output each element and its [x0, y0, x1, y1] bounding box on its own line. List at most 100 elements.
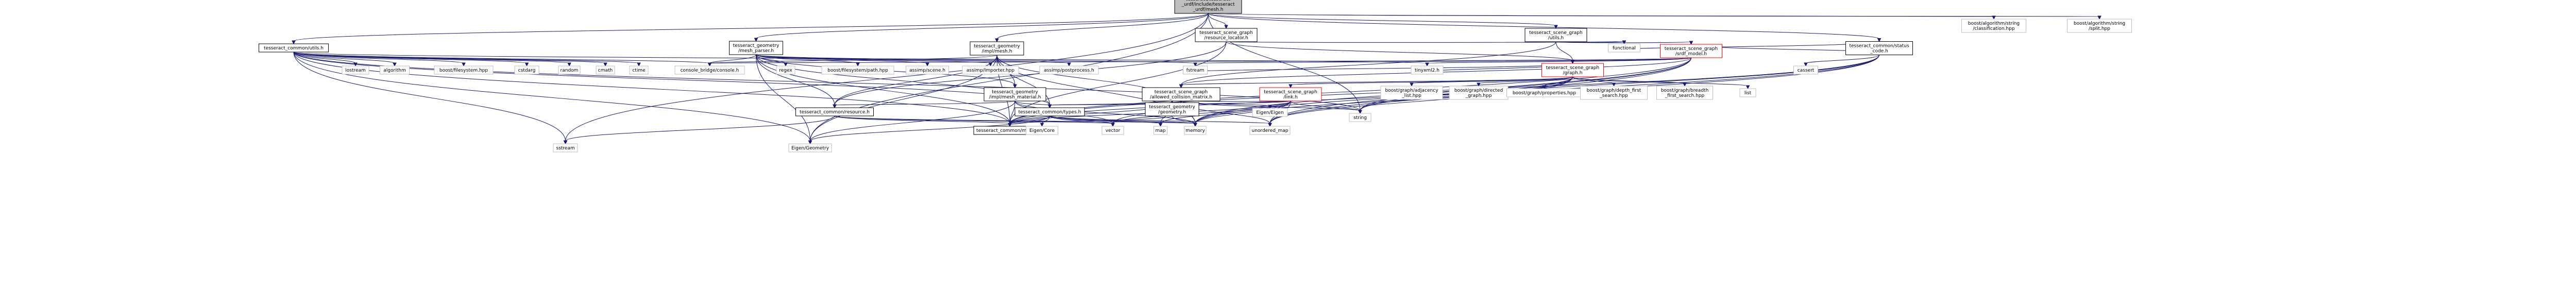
- node-scene-graph-link[interactable]: tesseract_scene_graph/link.h: [1259, 87, 1322, 102]
- node-common-status-code[interactable]: tesseract_common/status_code.h: [1845, 41, 1913, 55]
- node-box: [970, 41, 1024, 56]
- edge-arrowhead-root-to-common_status_code: [1877, 38, 1882, 42]
- edge-arrowhead-scene_graph_srdf_model-to-console_bridge: [707, 62, 712, 67]
- node-label: sstream: [556, 146, 574, 151]
- node-label: console_bridge/console.h: [681, 68, 739, 73]
- edge-geometry_mesh_parser-to-common_resource: [756, 54, 835, 106]
- node-box: [1142, 87, 1221, 102]
- node-label: boost/algorithm/string: [2074, 21, 2125, 26]
- node-label: /graph.h: [1563, 71, 1583, 76]
- node-box: [1656, 86, 1713, 100]
- node-common-resource[interactable]: tesseract_common/resource.h: [795, 107, 874, 116]
- node-scene-graph-resource-locator[interactable]: tesseract_scene_graph/resource_locator.h: [1195, 28, 1258, 42]
- edge-scene_graph_utils-to-scene_graph_graph: [1555, 41, 1573, 61]
- edge-arrowhead-root-to-common_utils: [292, 40, 296, 45]
- node-box: [629, 65, 649, 75]
- edge-arrowhead-scene_graph_graph-to-scene_graph_link: [1289, 84, 1293, 89]
- node-label: assimp/Importer.hpp: [967, 68, 1014, 73]
- edge-arrowhead-scene_graph_utils-to-functional: [1622, 40, 1626, 45]
- edge-geometry_mesh_parser-to-assimp_postprocess: [756, 54, 1070, 64]
- edge-geometry_impl_mesh-to-common_types: [996, 55, 1050, 106]
- node-assimp-scene: assimp/scene.h: [906, 65, 949, 75]
- edge-scene_graph_srdf_model-to-string: [1360, 57, 1691, 111]
- node-common-utils[interactable]: tesseract_common/utils.h: [259, 43, 329, 53]
- edge-common_utils-to-iostream: [293, 52, 356, 64]
- node-list: list: [1739, 88, 1756, 97]
- edge-geometry_impl_mesh_material-to-common_resource: [834, 100, 1015, 106]
- node-cstdarg: cstdarg: [514, 65, 539, 75]
- node-root[interactable]: tesseract/tesseract_urdf/include/tessera…: [1174, 0, 1242, 14]
- node-box: [342, 65, 369, 75]
- node-label: _urdf/include/tesseract: [1181, 2, 1235, 7]
- edge-common_resource-to-sstream: [565, 115, 835, 142]
- edge-common_types-to-unordered_map: [1049, 115, 1270, 124]
- node-label: boost/filesystem/path.hpp: [827, 68, 888, 73]
- node-label: Eigen/Core: [1029, 128, 1055, 133]
- node-scene-graph-graph[interactable]: tesseract_scene_graph/graph.h: [1541, 63, 1604, 77]
- node-geometry-mesh-parser[interactable]: tesseract_geometry/mesh_parser.h: [729, 41, 783, 55]
- edge-common_types-to-map: [1049, 115, 1161, 124]
- edge-arrowhead-scene_graph_graph-to-boost_adjacency_list: [1410, 82, 1414, 87]
- edge-root-to-geometry_impl_mesh: [996, 13, 1209, 40]
- edge-common_status_code-to-cassert: [1805, 55, 1879, 64]
- node-label: cstdarg: [518, 68, 536, 73]
- node-label: list: [1744, 91, 1752, 96]
- edge-common_utils-to-algorithm: [293, 52, 395, 64]
- edge-arrowhead-common_status_code-to-string: [1358, 110, 1362, 114]
- node-label: _search.hpp: [1599, 93, 1628, 98]
- edge-root-to-geometry_mesh_parser: [756, 13, 1209, 39]
- node-box: [1449, 86, 1509, 100]
- edge-arrowhead-common_utils-to-ctime: [637, 62, 641, 67]
- node-box: [1349, 113, 1371, 122]
- edge-scene_graph_utils-to-functional: [1555, 41, 1624, 43]
- node-label: tesseract_scene_graph: [1264, 90, 1317, 95]
- node-label: tesseract_scene_graph: [1665, 46, 1718, 52]
- node-box: [1183, 65, 1208, 75]
- node-label: /resource_locator.h: [1204, 36, 1248, 41]
- edge-scene_graph_graph-to-list: [1572, 76, 1748, 87]
- edge-geometry_mesh_parser-to-eigen_geometry: [756, 54, 810, 142]
- node-fstream: fstream: [1183, 65, 1208, 75]
- edge-scene_graph_resource_locator-to-common_resource: [834, 41, 1227, 106]
- node-scene-graph-allowed-collision[interactable]: tesseract_scene_graph/allowed_collision_…: [1142, 87, 1221, 102]
- node-geometry-impl-mesh[interactable]: tesseract_geometry/impl/mesh.h: [970, 41, 1024, 56]
- edge-geometry_impl_mesh-to-common_resource: [834, 55, 997, 106]
- nodes-layer: tesseract/tesseract_urdf/include/tessera…: [259, 0, 2132, 153]
- edge-common_utils-to-common_types: [293, 52, 1050, 106]
- node-label: string: [1353, 115, 1367, 121]
- node-label: tesseract_common/status: [1849, 44, 1909, 49]
- node-box: [1014, 107, 1085, 116]
- edge-geometry_mesh_parser-to-common_macros: [756, 54, 1010, 124]
- node-label: boost/graph/directed: [1454, 88, 1503, 93]
- edge-arrowhead-common_types-to-unordered_map: [1268, 123, 1272, 127]
- node-box: [1249, 126, 1291, 135]
- node-box: [596, 65, 615, 75]
- node-algorithm: algorithm: [380, 65, 410, 75]
- edge-arrowhead-common_types-to-eigen_core: [1040, 123, 1044, 127]
- node-box: [1252, 108, 1288, 117]
- node-box: [380, 65, 410, 75]
- node-label: unordered_map: [1252, 128, 1289, 133]
- edge-common_utils-to-ctime: [293, 52, 639, 64]
- node-label: ctime: [632, 68, 646, 73]
- edge-scene_graph_link-to-string: [1290, 100, 1361, 111]
- node-boost-filesystem-path: boost/filesystem/path.hpp: [821, 65, 894, 75]
- node-box: [1580, 86, 1648, 100]
- node-box: [984, 87, 1046, 102]
- node-scene-graph-srdf-model[interactable]: tesseract_scene_graph/srdf_model.h: [1660, 44, 1722, 58]
- node-scene-graph-utils[interactable]: tesseract_scene_graph/utils.h: [1524, 28, 1587, 42]
- edge-geometry_mesh_parser-to-fstream: [756, 54, 1196, 64]
- node-box: [1380, 86, 1443, 100]
- node-common-types[interactable]: tesseract_common/types.h: [1014, 107, 1085, 116]
- edge-geometry_mesh_parser-to-console_bridge: [709, 54, 756, 64]
- node-geometry-geometry[interactable]: tesseract_geometry/geometry.h: [1145, 102, 1199, 116]
- node-label: _urdf/mesh.h: [1193, 7, 1224, 12]
- node-box: [1259, 87, 1322, 102]
- node-box: [2067, 19, 2132, 33]
- node-geometry-impl-mesh-material[interactable]: tesseract_geometry/impl/mesh_material.h: [984, 87, 1046, 102]
- node-label: /utils.h: [1548, 36, 1564, 41]
- node-box: [514, 65, 539, 75]
- node-label: fstream: [1187, 68, 1205, 73]
- node-boost-filesystem: boost/filesystem.hpp: [434, 65, 494, 75]
- node-box: [1411, 65, 1444, 75]
